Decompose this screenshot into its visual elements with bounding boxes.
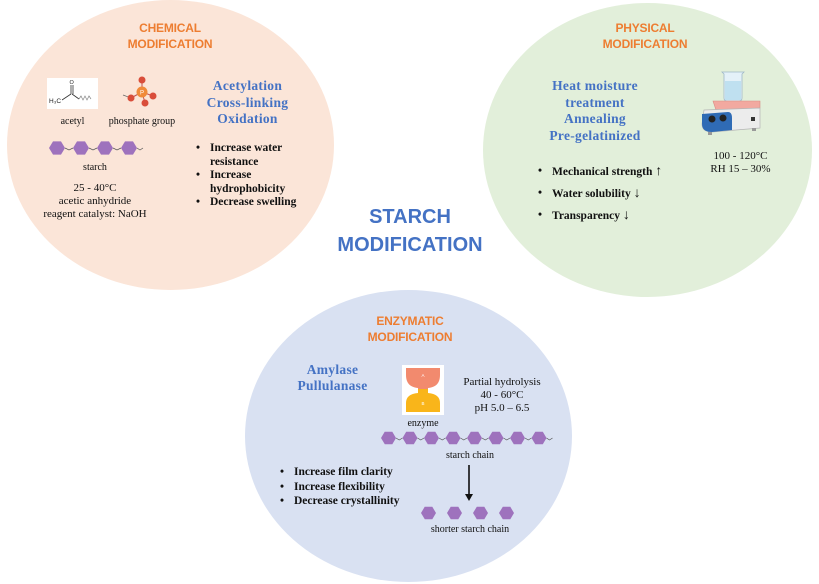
enzyme-label: enzyme xyxy=(407,418,439,429)
enzymatic-methods: Amylase Pullulanase xyxy=(290,362,375,394)
svg-text:B: B xyxy=(422,401,425,406)
glucose-unit xyxy=(447,506,462,520)
main-title-line2: MODIFICATION xyxy=(337,234,483,256)
chemical-methods: Acetylation Cross-linking Oxidation xyxy=(195,78,300,128)
glycosidic-bond xyxy=(112,147,122,151)
enzymatic-effect-item: Increase flexibility xyxy=(280,480,420,495)
glycosidic-bond xyxy=(503,437,511,441)
acetyl-structure-icon: H₃C O xyxy=(47,78,98,109)
enzymatic-effect-item: Decrease crystallinity xyxy=(280,494,420,509)
physical-condition-humidity: RH 15 – 30% xyxy=(710,163,771,175)
physical-effect-item: Water solubility ↓ xyxy=(538,183,688,205)
method-amylase: Amylase xyxy=(306,362,359,377)
chemical-condition-temperature: 25 - 40°C xyxy=(73,182,117,194)
glucose-unit xyxy=(73,141,89,155)
method-heat-moisture: Heat moisture xyxy=(552,78,638,93)
glycosidic-bond xyxy=(481,437,489,441)
arrow-down-icon: ↓ xyxy=(633,186,641,201)
method-oxidation: Oxidation xyxy=(217,111,278,126)
glucose-unit xyxy=(121,141,137,155)
method-acetylation: Acetylation xyxy=(212,78,283,93)
enzymatic-title-line1: ENZYMATIC xyxy=(376,314,444,328)
glucose-unit xyxy=(424,431,439,445)
physical-conditions: 100 - 120°C RH 15 – 30% xyxy=(693,150,788,176)
glucose-unit xyxy=(97,141,113,155)
svg-text:P: P xyxy=(140,91,144,97)
acetyl-label: acetyl xyxy=(60,116,85,127)
starch-label: starch xyxy=(83,162,107,173)
glycosidic-bond xyxy=(64,147,74,151)
physical-title-line2: MODIFICATION xyxy=(602,37,688,51)
chemical-title-line2: MODIFICATION xyxy=(127,37,213,51)
glycosidic-bond xyxy=(438,437,446,441)
enzymatic-conditions: Partial hydrolysis 40 - 60°C pH 5.0 – 6.… xyxy=(452,376,552,415)
phosphate-group-icon: P xyxy=(117,74,167,110)
glucose-unit xyxy=(467,431,482,445)
glycosidic-bond xyxy=(136,147,144,151)
physical-methods: Heat moisture treatment Annealing Pre-ge… xyxy=(535,78,655,144)
enzymatic-section-title: ENZYMATIC MODIFICATION xyxy=(340,313,480,345)
glucose-unit xyxy=(531,431,547,445)
glycosidic-bond xyxy=(417,437,425,441)
chemical-section-title: CHEMICAL MODIFICATION xyxy=(100,20,240,52)
svg-text:O: O xyxy=(70,80,75,86)
physical-condition-temperature: 100 - 120°C xyxy=(713,150,768,162)
glucose-unit xyxy=(473,506,488,520)
main-title: STARCH MODIFICATION xyxy=(320,203,500,259)
physical-modification-circle xyxy=(483,3,812,297)
enzymatic-effects-list: Increase film clarity Increase flexibili… xyxy=(280,465,420,509)
enzymatic-condition-ph: pH 5.0 – 6.5 xyxy=(474,402,530,414)
method-heat-moisture-treatment: treatment xyxy=(565,94,625,110)
main-title-line1: STARCH xyxy=(369,206,451,228)
arrow-up-icon: ↑ xyxy=(655,164,663,179)
glucose-unit xyxy=(445,431,461,445)
chemical-effect-item: Decrease swelling xyxy=(196,196,316,210)
glucose-unit xyxy=(499,506,514,520)
method-annealing: Annealing xyxy=(564,111,626,126)
chemical-condition-catalyst: reagent catalyst: NaOH xyxy=(43,208,147,220)
phosphate-group-label: phosphate group xyxy=(108,116,176,127)
chemical-condition-reagent: acetic anhydride xyxy=(58,195,132,207)
method-pullulanase: Pullulanase xyxy=(297,378,368,393)
glucose-unit xyxy=(421,506,436,520)
starch-chain-icon xyxy=(380,430,560,446)
physical-section-title: PHYSICAL MODIFICATION xyxy=(575,20,715,52)
glucose-unit xyxy=(488,431,504,445)
glucose-unit xyxy=(49,141,65,155)
enzymatic-title-line2: MODIFICATION xyxy=(367,330,453,344)
glycosidic-bond xyxy=(546,437,553,441)
enzymatic-condition-process: Partial hydrolysis xyxy=(463,376,541,388)
chemical-conditions: 25 - 40°C acetic anhydride reagent catal… xyxy=(20,182,170,221)
glycosidic-bond xyxy=(88,147,98,151)
shorter-starch-chain-icon xyxy=(420,505,520,521)
svg-text:H₃C: H₃C xyxy=(49,98,61,105)
glucose-unit xyxy=(510,431,525,445)
method-pre-gelatinized: Pre-gelatinized xyxy=(549,127,641,143)
physical-effect-item: Mechanical strength ↑ xyxy=(538,161,688,183)
glycosidic-bond xyxy=(395,437,403,441)
hot-plate-stirrer-icon xyxy=(688,70,764,140)
physical-effect-item: Transparency ↓ xyxy=(538,205,688,227)
svg-text:A: A xyxy=(422,373,425,378)
shorter-starch-chain-label: shorter starch chain xyxy=(430,524,510,535)
enzymatic-effect-item: Increase film clarity xyxy=(280,465,420,480)
physical-effects-list: Mechanical strength ↑ Water solubility ↓… xyxy=(538,161,688,227)
chemical-title-line1: CHEMICAL xyxy=(139,21,201,35)
glycosidic-bond xyxy=(460,437,468,441)
starch-chain-label: starch chain xyxy=(445,450,495,461)
enzymatic-condition-temperature: 40 - 60°C xyxy=(480,389,524,401)
glucose-unit xyxy=(402,431,418,445)
starch-molecule-icon xyxy=(48,140,148,156)
glucose-unit xyxy=(381,431,396,445)
method-cross-linking: Cross-linking xyxy=(206,94,289,110)
enzyme-icon: A B xyxy=(402,365,444,415)
arrow-down-icon xyxy=(464,465,474,502)
glycosidic-bond xyxy=(524,437,532,441)
arrow-down-icon: ↓ xyxy=(622,208,630,223)
physical-title-line1: PHYSICAL xyxy=(615,21,675,35)
